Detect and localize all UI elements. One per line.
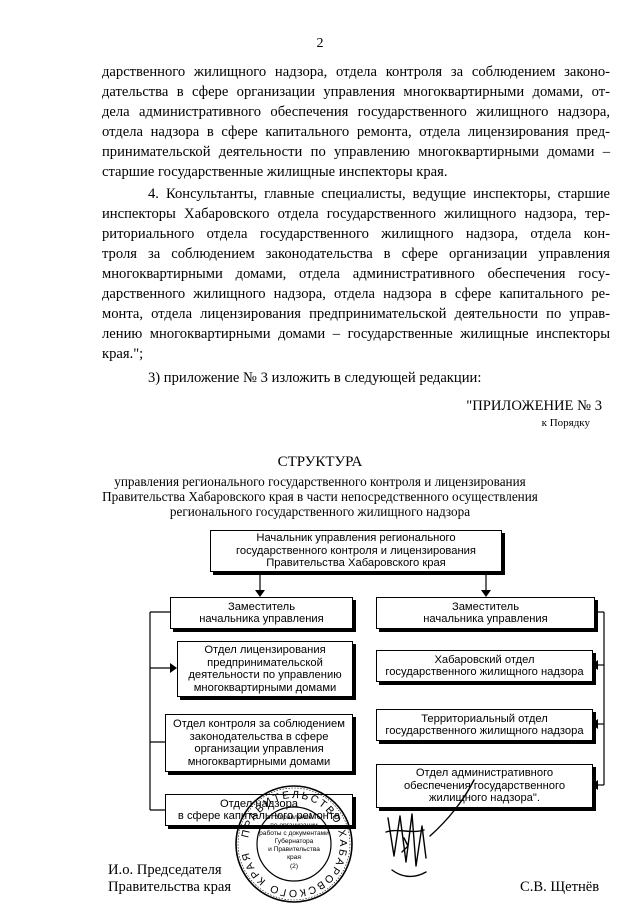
handwritten-signature — [385, 779, 475, 878]
appendix-sub: к Порядку — [541, 417, 590, 429]
body-text-line: отдела надзора в сфере капитального ремо… — [102, 124, 610, 140]
org-box-line: Отдел контроля за соблюдением — [173, 718, 345, 730]
org-box-line: начальника управления — [423, 613, 548, 625]
org-box-line: государственного жилищного надзора — [385, 666, 584, 678]
org-box-line: Отдел лицензирования — [204, 644, 326, 656]
org-box-line: Заместитель — [451, 600, 520, 613]
org-box-line: Отдел надзора — [219, 797, 299, 810]
org-box-line: начальника управления — [199, 613, 324, 625]
org-box-line: государственного контроля и лицензирован… — [236, 544, 476, 557]
body-text-line: дарственного жилищного надзора, отдела к… — [102, 64, 610, 80]
org-unit-admin-box: Отдел административного обеспечения госу… — [376, 764, 593, 808]
body-text-line: многоквартирными домами, отдела админист… — [102, 266, 610, 282]
org-unit-control-box: Отдел контроля за соблюдением законодате… — [165, 714, 353, 772]
body-text-line: дарственного жилищного надзора, отдела н… — [102, 286, 610, 302]
stamp-inner-text: края — [287, 854, 301, 861]
org-box-line: многоквартирными домами — [193, 681, 337, 694]
signatory-position: Правительства края — [108, 879, 232, 895]
body-text-line: старшие государственные жилищные инспект… — [102, 164, 448, 180]
body-text-line: инспекторы Хабаровского отдела государст… — [102, 206, 610, 222]
org-unit-khabarovsk-box: Хабаровский отдел государственного жилищ… — [376, 650, 593, 682]
org-box-line: государственного жилищного надзора — [385, 725, 584, 737]
org-box-line: Территориальный отдел — [421, 712, 548, 725]
official-stamp: ПРАВИТЕЛЬСТВО ХАБАРОВСКОГО КРАЯ Управлен… — [235, 785, 353, 903]
org-box-line: Отдел административного — [415, 767, 554, 780]
org-unit-licensing-box: Отдел лицензирования предпринимательской… — [177, 641, 353, 697]
signatory-name: С.В. Щетнёв — [520, 879, 600, 895]
body-text-line: дела административного обеспечения госуд… — [102, 104, 610, 120]
stamp-inner-text: Губернатора — [275, 837, 314, 845]
org-head-box: Начальник управления регионального госуд… — [210, 530, 502, 572]
org-box-line: организации управления — [194, 743, 324, 755]
structure-subtitle: регионального государственного жилищного… — [169, 504, 471, 519]
org-box-line: в сфере капитального ремонта — [177, 810, 341, 822]
stamp-inner-text: Управление — [276, 814, 313, 821]
org-box-line: многоквартирными домами — [187, 755, 331, 768]
org-unit-territorial-box: Территориальный отдел государственного ж… — [376, 709, 593, 741]
signatory-position: И.о. Председателя — [108, 862, 222, 878]
org-deputy-left-box: Заместитель начальника управления — [170, 597, 353, 629]
org-box-line: обеспечения государственного — [403, 779, 566, 792]
structure-subtitle: Правительства Хабаровского края в части … — [102, 489, 538, 504]
stamp-inner-text: работы с документами — [259, 829, 329, 837]
stamp-inner-text: (2) — [290, 863, 298, 870]
org-box-line: Хабаровский отдел — [434, 653, 535, 666]
body-text-line: риториального отдела государственного жи… — [102, 226, 610, 242]
body-text-line: 3) приложение № 3 изложить в следующей р… — [148, 370, 482, 386]
org-box-line: жилищного надзора". — [429, 792, 540, 805]
body-text-line: дательства в сфере организации управлени… — [102, 84, 610, 100]
body-text-line: лению многоквартирными домами – государс… — [102, 326, 610, 342]
org-box-line: Правительства Хабаровского края — [266, 557, 446, 570]
stamp-inner-text: и Правительства — [268, 846, 320, 853]
org-box-line: деятельности по управлению — [188, 669, 342, 681]
org-unit-capital-repair-box: Отдел надзора в сфере капитального ремон… — [165, 794, 353, 826]
body-text-line: монта, отдела лицензирования предпринима… — [102, 306, 610, 322]
body-text-line: троля за соблюдением законодательства в … — [102, 246, 610, 262]
org-box-line: законодательства в сфере — [189, 730, 329, 743]
stamp-inner-text: по организации — [270, 822, 318, 829]
body-text-line: принимательской деятельности по управлен… — [102, 144, 610, 160]
page-number: 2 — [316, 36, 324, 51]
org-deputy-right-box: Заместитель начальника управления — [376, 597, 595, 629]
appendix-label: "ПРИЛОЖЕНИЕ № 3 — [466, 398, 602, 414]
org-box-line: Начальник управления регионального — [256, 532, 456, 545]
body-text-line: края."; — [102, 346, 144, 362]
org-box-line: предпринимательской — [207, 656, 323, 669]
body-text-line: 4. Консультанты, главные специалисты, ве… — [148, 186, 610, 202]
structure-title: СТРУКТУРА — [277, 454, 363, 470]
structure-subtitle: управления регионального государственног… — [114, 474, 526, 489]
org-box-line: Заместитель — [227, 600, 296, 613]
